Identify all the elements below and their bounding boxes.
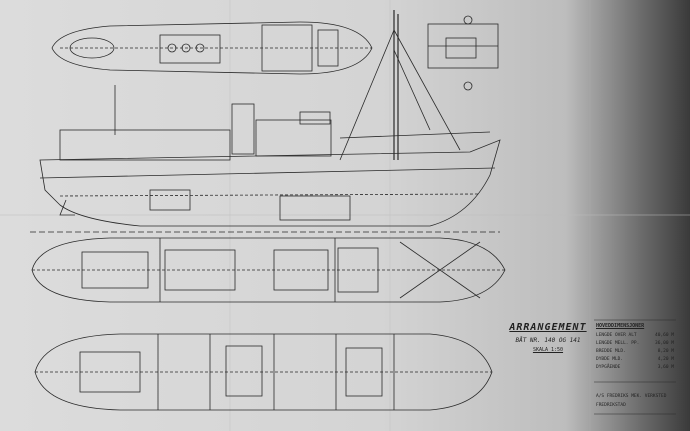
table-lines bbox=[594, 319, 676, 415]
maker-block: A/S FREDRIKS MEK. VERKSTED FREDRIKSTAD bbox=[596, 392, 666, 410]
title-block: ARRANGEMENT BÅT NR. 140 OG 141 SKALA 1:5… bbox=[508, 322, 588, 353]
table-row: DYBDE MLD.4,20 M bbox=[596, 357, 674, 362]
maker-city: FREDRIKSTAD bbox=[596, 403, 626, 408]
hold-plan bbox=[34, 333, 493, 411]
drawing-title: ARRANGEMENT bbox=[509, 322, 587, 333]
side-profile bbox=[30, 10, 501, 233]
main-deck-plan bbox=[31, 237, 506, 303]
table-row: BREDDE MLD.8,20 M bbox=[596, 349, 674, 354]
detail-plan bbox=[427, 15, 499, 91]
maker-name: A/S FREDRIKS MEK. VERKSTED bbox=[596, 394, 667, 399]
scale-label: SKALA 1:50 bbox=[532, 347, 564, 353]
vessel-number: BÅT NR. 140 OG 141 bbox=[515, 337, 581, 344]
top-deck-plan bbox=[51, 21, 373, 75]
table-row: LENGDE MELL. PP.36,00 M bbox=[596, 341, 674, 346]
table-heading: HOVEDDIMENSJONER bbox=[596, 323, 645, 329]
